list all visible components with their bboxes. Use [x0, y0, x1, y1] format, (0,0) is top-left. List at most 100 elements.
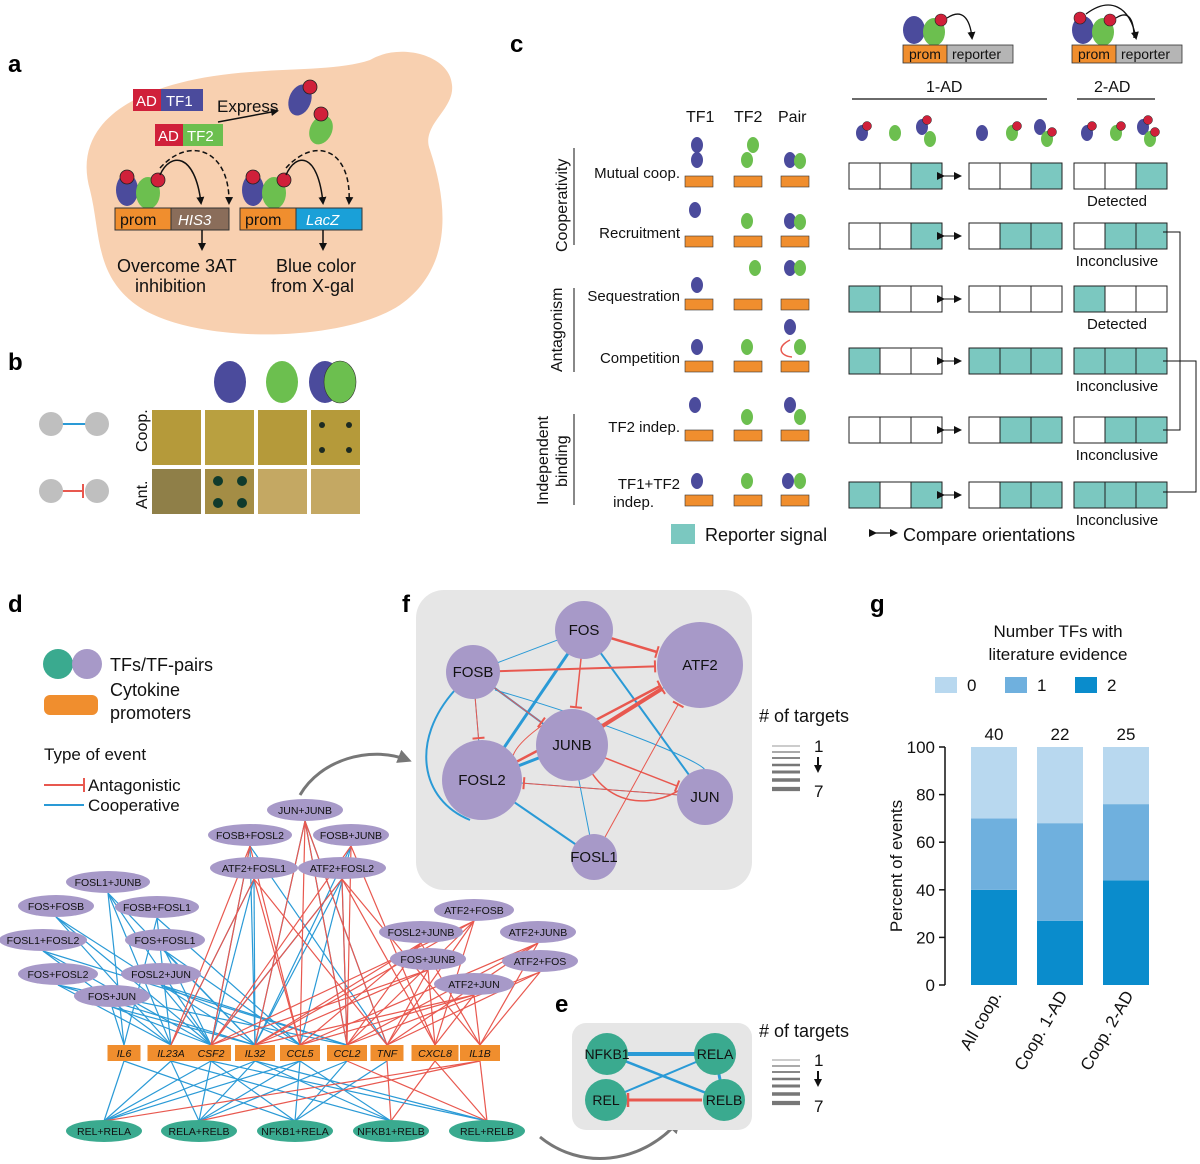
d-promoter-label: TNF	[377, 1048, 398, 1060]
e-targets-label: # of targets	[759, 1021, 849, 1041]
ant-node-icon-2	[85, 479, 109, 503]
d-pair-node: FOS+JUNB	[390, 948, 466, 970]
c-cell-2ad	[1073, 481, 1106, 509]
group-cooperativity: Cooperativity	[554, 159, 571, 252]
c-cell-1ad-left	[879, 416, 912, 444]
f-node: FOS	[555, 601, 613, 659]
c-row: TF2 indep.Inconclusive	[608, 416, 1168, 464]
d-pair-label: FOSB+FOSL1	[123, 902, 191, 914]
c-cell-1ad-left	[879, 285, 912, 313]
f-node: ATF2	[657, 622, 743, 708]
c-cell-2ad	[1135, 285, 1168, 313]
d-promoter: IL32	[235, 1045, 275, 1061]
header-2ad: 2-AD	[1094, 79, 1130, 96]
d-promoter: CCL2	[327, 1045, 367, 1061]
c-cell-2ad	[1135, 416, 1168, 444]
bar-segment	[1037, 823, 1083, 921]
y-tick-label: 80	[916, 786, 935, 805]
d-promoter: CSF2	[191, 1045, 231, 1061]
panel-b: b Coop. Ant.	[8, 349, 360, 514]
d-pair-label: ATF2+JUNB	[509, 927, 567, 939]
bar-segment	[1103, 747, 1149, 805]
panel-b-label: b	[8, 349, 23, 376]
d-pair-node: FOSB+FOSL2	[208, 824, 292, 846]
group-binding: binding	[554, 435, 571, 487]
d-pair-label: FOSB+FOSL2	[216, 830, 284, 842]
lacz-prom-label: prom	[245, 212, 281, 229]
panel-c: c TF1 TF2 Pair prom reporter prom report…	[510, 4, 1197, 545]
c-row-label: TF2 indep.	[608, 419, 680, 436]
f-node: JUNB	[536, 709, 608, 781]
panel-f-label: f	[402, 591, 411, 618]
c-cell-1ad-right	[968, 416, 1001, 444]
d-nfkb-node: NFKB1+RELB	[353, 1120, 429, 1142]
x-tick-label: Coop. 2-AD	[1077, 988, 1138, 1074]
y-tick-label: 40	[916, 881, 935, 900]
bar-segment	[1037, 747, 1083, 824]
d-pair-label: FOSL2+JUN	[131, 969, 191, 981]
d-pair-node: FOSL2+JUNB	[379, 921, 463, 943]
d-promoter-label: IL6	[117, 1048, 132, 1060]
e-node: RELA	[694, 1033, 736, 1075]
legend-tf-node-green	[43, 649, 73, 679]
y-tick-label: 20	[916, 928, 935, 947]
panel-c-label: c	[510, 31, 523, 58]
f-node: FOSB	[446, 645, 500, 699]
f-node-label: JUN	[690, 789, 719, 806]
d-promoter: IL1B	[460, 1045, 500, 1061]
d-pair-label: ATF2+FOS	[514, 956, 567, 968]
panel-d: d TFs/TF-pairs Cytokine promoters Type o…	[0, 591, 681, 1160]
e-node-label: RELB	[706, 1092, 743, 1108]
group-independent: Independent	[535, 415, 552, 505]
e-scale-max: 7	[814, 1097, 823, 1116]
bar-segment	[1103, 880, 1149, 985]
d-promoter-label: IL1B	[469, 1048, 491, 1060]
c-cell-1ad-left	[848, 222, 881, 250]
c-cell-1ad-right	[1030, 347, 1063, 375]
d-promoter-label: CSF2	[198, 1048, 225, 1060]
c-cell-1ad-left	[879, 347, 912, 375]
c-cell-1ad-right	[999, 481, 1032, 509]
y-tick-label: 60	[916, 833, 935, 852]
d-pair-node: ATF2+FOS	[502, 950, 578, 972]
his3-outcome-2: inhibition	[135, 276, 206, 296]
x-tick-label: Coop. 1-AD	[1011, 988, 1072, 1074]
d-pair-node: FOSL2+JUN	[121, 963, 201, 985]
his3-outcome-1: Overcome 3AT	[117, 256, 237, 276]
legend-swatch	[1005, 677, 1027, 693]
d-pair-label: FOS+FOSB	[28, 901, 84, 913]
d-pair-node: FOSB+JUNB	[313, 824, 389, 846]
c-cell-1ad-left	[848, 347, 881, 375]
c-row-label: Competition	[600, 350, 680, 367]
c-cell-1ad-right	[1030, 416, 1063, 444]
f-node-label: FOSB	[453, 664, 494, 681]
d-nfkb-label: REL+RELB	[460, 1126, 514, 1138]
legend-label: 1	[1037, 676, 1046, 695]
c-cell-1ad-left	[848, 481, 881, 509]
e-node-label: NFKB1	[584, 1046, 629, 1062]
x-tick-label: All coop.	[956, 988, 1005, 1054]
ad-box-2	[155, 124, 183, 146]
c-cell-1ad-right	[1030, 285, 1063, 313]
f-scale-min: 1	[814, 737, 823, 756]
f-node-label: FOSL1	[570, 849, 618, 866]
bar-total-label: 22	[1051, 725, 1070, 744]
d-pair-label: ATF2+FOSB	[444, 905, 504, 917]
construct-1ad: prom reporter	[902, 13, 1014, 64]
c-rows: Mutual coop.DetectedRecruitmentInconclus…	[587, 115, 1197, 529]
d-pair-label: FOS+FOSL2	[28, 969, 89, 981]
bar-total-label: 40	[985, 725, 1004, 744]
c-row-label: Mutual coop.	[594, 165, 680, 182]
f-width-scale	[772, 745, 800, 792]
d-pair-node: JUN+JUNB	[267, 799, 343, 821]
d-pair-node: FOS+FOSL2	[18, 963, 98, 985]
legend-label: 2	[1107, 676, 1116, 695]
c-cell-1ad-left	[910, 285, 943, 313]
c-cell-2ad	[1135, 481, 1168, 509]
c-row-label: Sequestration	[587, 288, 680, 305]
d-promoter: IL6	[107, 1045, 141, 1061]
